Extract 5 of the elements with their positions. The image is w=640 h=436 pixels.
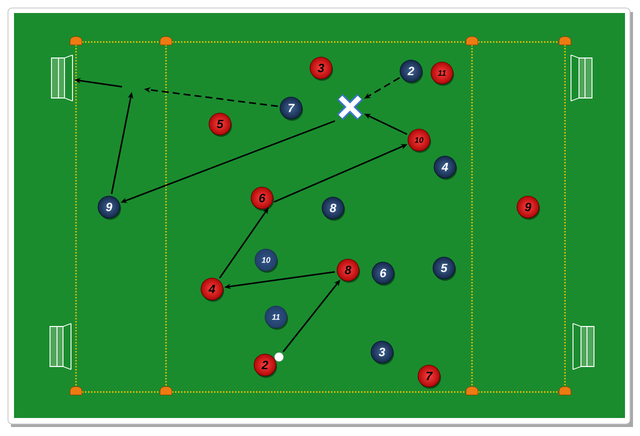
- goal: [50, 323, 72, 370]
- goal: [51, 54, 73, 102]
- goal: [572, 323, 594, 370]
- goal: [570, 54, 592, 102]
- cross-mark: [336, 93, 364, 121]
